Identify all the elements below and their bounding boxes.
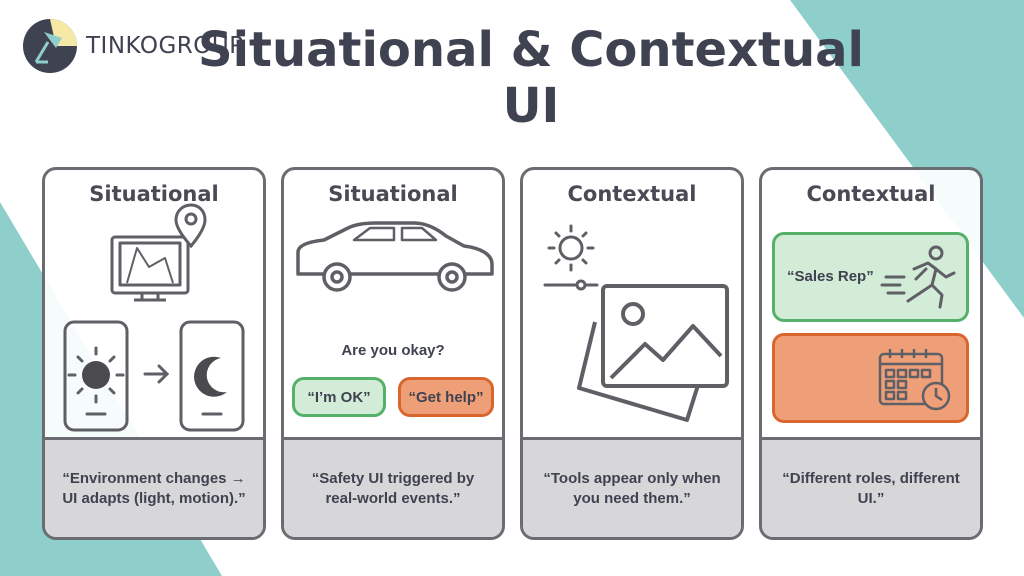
- location-pin-icon: [174, 203, 207, 249]
- card-title: Contextual: [567, 182, 697, 206]
- card-illustration: [543, 224, 729, 422]
- running-person-icon: [880, 245, 956, 309]
- page-title-line1: Situational & Contextual: [198, 22, 864, 78]
- card-situational-safety: Situational Are you okay? “I’m OK” “Get …: [281, 167, 505, 540]
- get-help-button[interactable]: “Get help”: [398, 377, 494, 417]
- card-caption: “Different roles, different UI.”: [762, 437, 980, 537]
- card-caption: “Environment changes → UI adapts (light,…: [45, 437, 263, 537]
- safety-question: Are you okay?: [341, 342, 445, 359]
- sales-rep-label: “Sales Rep”: [787, 268, 874, 285]
- page-title: Situational & Contextual UI: [0, 22, 1024, 134]
- brand-logo: TINKOGROUP: [22, 18, 244, 74]
- image-stack-icon: [577, 284, 729, 422]
- card-caption: “Tools appear only when you need them.”: [523, 437, 741, 537]
- brand-name: TINKOGROUP: [86, 33, 244, 59]
- phone-sun-icon: [63, 320, 129, 432]
- arrow-right-icon: [143, 364, 170, 384]
- calendar-clock-icon: [878, 349, 951, 411]
- card-title: Situational: [328, 182, 458, 206]
- card-caption: “Safety UI triggered by real-world event…: [284, 437, 502, 537]
- card-title: Contextual: [806, 182, 936, 206]
- scheduler-panel: [772, 333, 969, 423]
- sales-rep-panel: “Sales Rep”: [772, 232, 969, 322]
- phone-moon-icon: [179, 320, 245, 432]
- car-icon: [296, 221, 494, 292]
- car-dashboard-map-icon: [110, 235, 190, 302]
- card-contextual-roles: Contextual “Sales Rep”: [759, 167, 983, 540]
- sun-slider-icon: [543, 224, 599, 291]
- lamp-logo-icon: [23, 19, 77, 73]
- card-contextual-tools: Contextual “Tools appear only when you n…: [520, 167, 744, 540]
- im-ok-button[interactable]: “I’m OK”: [292, 377, 386, 417]
- card-illustration: [296, 221, 494, 292]
- card-title: Situational: [89, 182, 219, 206]
- card-situational-environment: Situational: [42, 167, 266, 540]
- page-title-line2: UI: [502, 78, 560, 134]
- card-illustration: [63, 203, 245, 432]
